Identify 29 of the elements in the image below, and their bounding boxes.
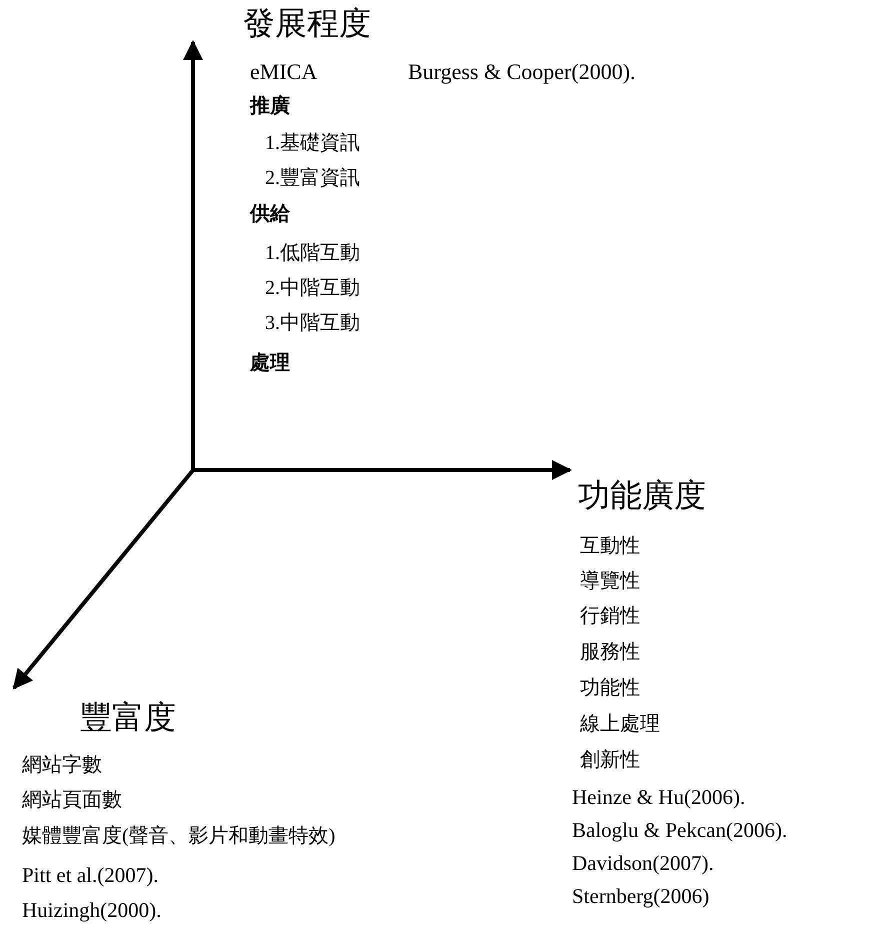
citation-text: Burgess & Cooper(2000). — [408, 60, 636, 84]
citation-text: Huizingh(2000). — [22, 899, 162, 922]
list-item: 1.低階互動 — [265, 242, 360, 264]
list-item: 3.中階互動 — [265, 312, 360, 334]
axis-title: 豐富度 — [80, 700, 176, 736]
category-heading: 供給 — [250, 203, 290, 225]
list-item: 2.中階互動 — [265, 277, 360, 299]
category-heading: 處理 — [250, 352, 290, 374]
citation-text: Sternberg(2006) — [572, 885, 710, 908]
list-item: 導覽性 — [580, 570, 640, 592]
list-item: 1.基礎資訊 — [265, 132, 360, 154]
axis-title: 功能廣度 — [578, 478, 706, 514]
list-item: 創新性 — [580, 749, 640, 771]
model-name: eMICA — [250, 60, 318, 84]
list-item: 2.豐富資訊 — [265, 167, 360, 189]
citation-text: Davidson(2007). — [572, 852, 714, 876]
citation-text: Pitt et al.(2007). — [22, 864, 158, 888]
list-item: 服務性 — [580, 641, 640, 663]
category-heading: 推廣 — [250, 95, 290, 117]
list-item: 網站頁面數 — [22, 789, 122, 811]
citation-text: Baloglu & Pekcan(2006). — [572, 819, 788, 842]
list-item: 行銷性 — [580, 605, 640, 627]
list-item: 媒體豐富度(聲音、影片和動畫特效) — [22, 825, 336, 847]
list-item: 功能性 — [580, 677, 640, 699]
list-item: 線上處理 — [580, 713, 660, 735]
axis-title: 發展程度 — [243, 6, 371, 42]
list-item: 互動性 — [580, 535, 640, 557]
citation-text: Heinze & Hu(2006). — [572, 786, 746, 810]
list-item: 網站字數 — [22, 754, 102, 776]
